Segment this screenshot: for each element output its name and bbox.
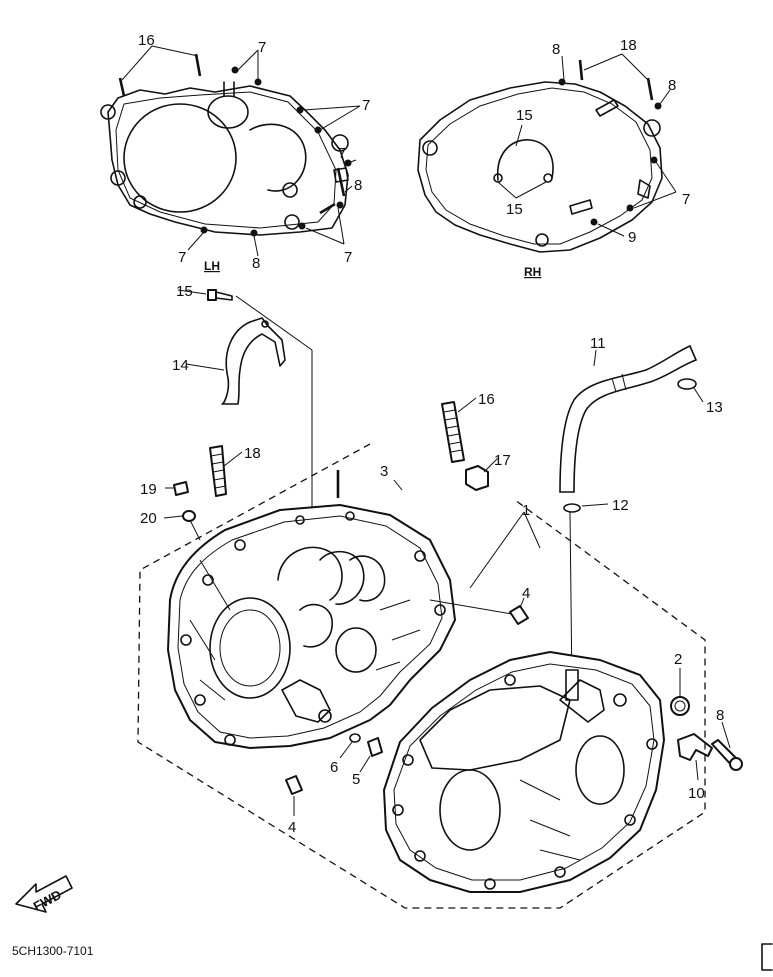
oil-seal-2: [670, 696, 690, 716]
callout-labels: 16 7 7 7 8 7 7 8 LH 8 18 8 15 15 7 9 RH …: [138, 32, 724, 836]
label-lh: LH: [204, 259, 220, 273]
dowel-19: [173, 481, 189, 496]
callout-3: 3: [380, 463, 388, 480]
dowel-4-upper: [509, 605, 529, 625]
callout-6: 6: [330, 759, 338, 776]
callout-8d: 8: [668, 77, 676, 94]
crankcase-left: [167, 470, 456, 749]
forward-arrow: FWD: [15, 875, 73, 914]
assembly-boundary: [137, 443, 706, 909]
crankcase-right: [383, 651, 665, 893]
callout-7b: 7: [362, 97, 370, 114]
label-rh: RH: [524, 265, 541, 279]
part-code: 5CH1300-7101: [12, 944, 94, 958]
bracket-14: [221, 317, 286, 405]
leaders-lower: [163, 289, 731, 816]
nut-17: [465, 465, 489, 491]
callout-14: 14: [172, 357, 189, 374]
callout-13: 13: [706, 399, 723, 416]
callout-20: 20: [140, 510, 157, 527]
leaders-lh: [121, 45, 361, 257]
callout-8b: 8: [252, 255, 260, 272]
dowel-4-lower: [285, 775, 303, 795]
clamp-12: [563, 503, 581, 513]
callout-8c: 8: [552, 41, 560, 58]
callout-7f: 7: [682, 191, 690, 208]
bolt-15: [207, 289, 233, 301]
callout-16b: 16: [478, 391, 495, 408]
callout-10: 10: [688, 785, 705, 802]
gasket-lh: [100, 53, 352, 237]
leaders-rh: [497, 53, 677, 237]
callout-7a: 7: [258, 39, 266, 56]
callout-11: 11: [590, 335, 606, 352]
bolt-8: [711, 739, 743, 771]
callout-7c: 7: [338, 145, 346, 162]
callout-8e: 8: [716, 707, 724, 724]
clamp-13: [677, 378, 697, 390]
page-corner-mark: [761, 943, 773, 971]
callout-19: 19: [140, 481, 157, 498]
callout-7e: 7: [178, 249, 186, 266]
callout-18b: 18: [244, 445, 261, 462]
callout-9: 9: [628, 229, 636, 246]
callout-15b: 15: [506, 201, 523, 218]
callout-8a: 8: [354, 177, 362, 194]
callout-16a: 16: [138, 32, 155, 49]
callout-12: 12: [612, 497, 629, 514]
callout-4b: 4: [288, 819, 296, 836]
collar-5: [367, 737, 383, 757]
stud-16: [441, 401, 465, 463]
bracket-10: [677, 733, 713, 761]
gasket-rh: [417, 59, 663, 253]
callout-7d: 7: [344, 249, 352, 266]
callout-17: 17: [494, 452, 511, 469]
callout-2: 2: [674, 651, 682, 668]
callout-5: 5: [352, 771, 360, 788]
oring-20: [182, 510, 196, 522]
callout-15c: 15: [176, 283, 193, 300]
callout-15a: 15: [516, 107, 533, 124]
stud-18: [209, 445, 227, 497]
callout-4a: 4: [522, 585, 530, 602]
callout-18a: 18: [620, 37, 637, 54]
breather-hose-11: [559, 345, 697, 493]
callout-1: 1: [522, 502, 530, 519]
oring-6: [349, 733, 361, 743]
